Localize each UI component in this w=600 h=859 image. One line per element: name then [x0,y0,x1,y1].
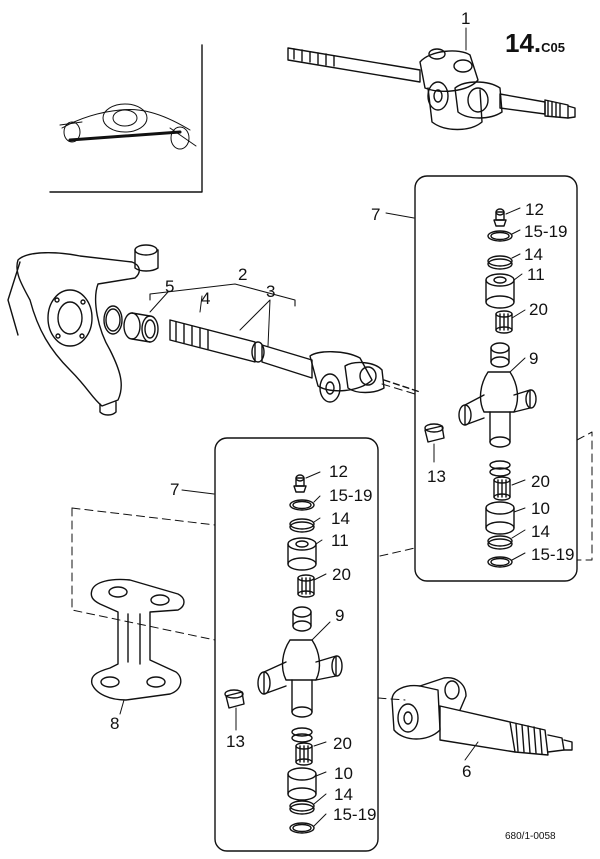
overview-inset [49,44,203,193]
callout-15-19-lower-lower: 15-19 [333,805,377,824]
axle-overview-thumbnail [59,103,197,150]
callout-9-upper: 9 [529,349,539,368]
upper-part-13-plug [424,423,445,443]
drawing-number: 680/1-0058 [505,831,556,842]
callout-7-upper: 7 [371,205,381,224]
upper-cross-kit-box [414,175,578,582]
callout-14-upper: 14 [524,245,543,264]
callout-5: 5 [165,277,175,296]
callout-11-upper: 11 [527,265,545,284]
upper-part-15-19-snap-ring [487,230,513,242]
sheet-section: C05 [541,40,566,55]
lower-part-10-bearing-cup [287,767,317,801]
upper-part-15-19-snap-ring-lower [487,556,513,568]
callout-1: 1 [461,9,471,28]
callout-6: 6 [462,762,472,781]
part-1-drive-shaft-assembly [287,47,576,131]
assembly-dashed-lines [71,383,593,701]
lower-part-11-bearing-cup [287,537,317,571]
lower-part-14-seal [289,518,315,533]
callout-2-bracket [149,283,296,307]
callout-14-upper-lower: 14 [531,522,550,541]
steering-knuckle [7,244,159,416]
sheet-code: 14.C05 [505,28,565,59]
callout-10-lower: 10 [334,764,353,783]
part-5-o-ring [103,305,123,335]
callout-10-upper: 10 [531,499,550,518]
callout-8: 8 [110,714,120,733]
callout-13-upper: 13 [427,467,446,486]
upper-part-11-bearing-cup [485,273,515,309]
part-4-bushing [123,312,159,343]
callout-20-upper: 20 [529,300,548,319]
lower-part-9-cross [257,606,343,718]
upper-part-14-seal-lower [487,535,513,550]
callout-4: 4 [201,289,211,308]
lower-part-20-needle-rollers [297,574,315,598]
lower-part-15-19-snap-ring-lower [289,822,315,834]
upper-part-14-seal [487,255,513,270]
callout-13-lower: 13 [226,732,245,751]
callout-15-19-lower: 15-19 [329,486,373,505]
callout-9-lower: 9 [335,606,345,625]
upper-part-20-needle-rollers-lower [489,460,511,501]
lower-kit-components [224,474,343,834]
callout-leader-lines [119,27,526,827]
upper-part-12-grease-nipple [493,208,507,227]
lower-part-12-grease-nipple [293,474,307,493]
callout-20-upper-lower: 20 [531,472,550,491]
callout-2: 2 [238,265,248,284]
sheet-number: 14. [505,28,542,58]
lower-part-20-needle-rollers-lower [291,727,313,766]
callout-3: 3 [266,282,276,301]
callout-11-lower: 11 [331,531,349,550]
callout-20-lower: 20 [332,565,351,584]
callout-20-lower-lower: 20 [333,734,352,753]
lower-part-13-plug [224,689,245,709]
callout-12-upper: 12 [525,200,544,219]
upper-part-10-bearing-cup [485,501,515,535]
part-6-outer-stub-shaft [391,677,573,756]
callout-14-lower: 14 [331,509,350,528]
lower-cross-kit-box [214,437,379,852]
lower-part-14-seal-lower [289,800,315,815]
part-2-3-inner-shaft [169,319,421,403]
callout-15-19-upper-lower: 15-19 [531,545,575,564]
callout-7-lower: 7 [170,480,180,499]
upper-kit-components [424,208,537,568]
part-8-bracket [90,578,185,701]
upper-part-9-cross [458,342,537,448]
callout-15-19-upper: 15-19 [524,222,568,241]
lower-part-15-19-snap-ring [289,499,315,511]
callout-12-lower: 12 [329,462,348,481]
callout-14-lower-lower: 14 [334,785,353,804]
upper-part-20-needle-rollers [495,310,513,334]
